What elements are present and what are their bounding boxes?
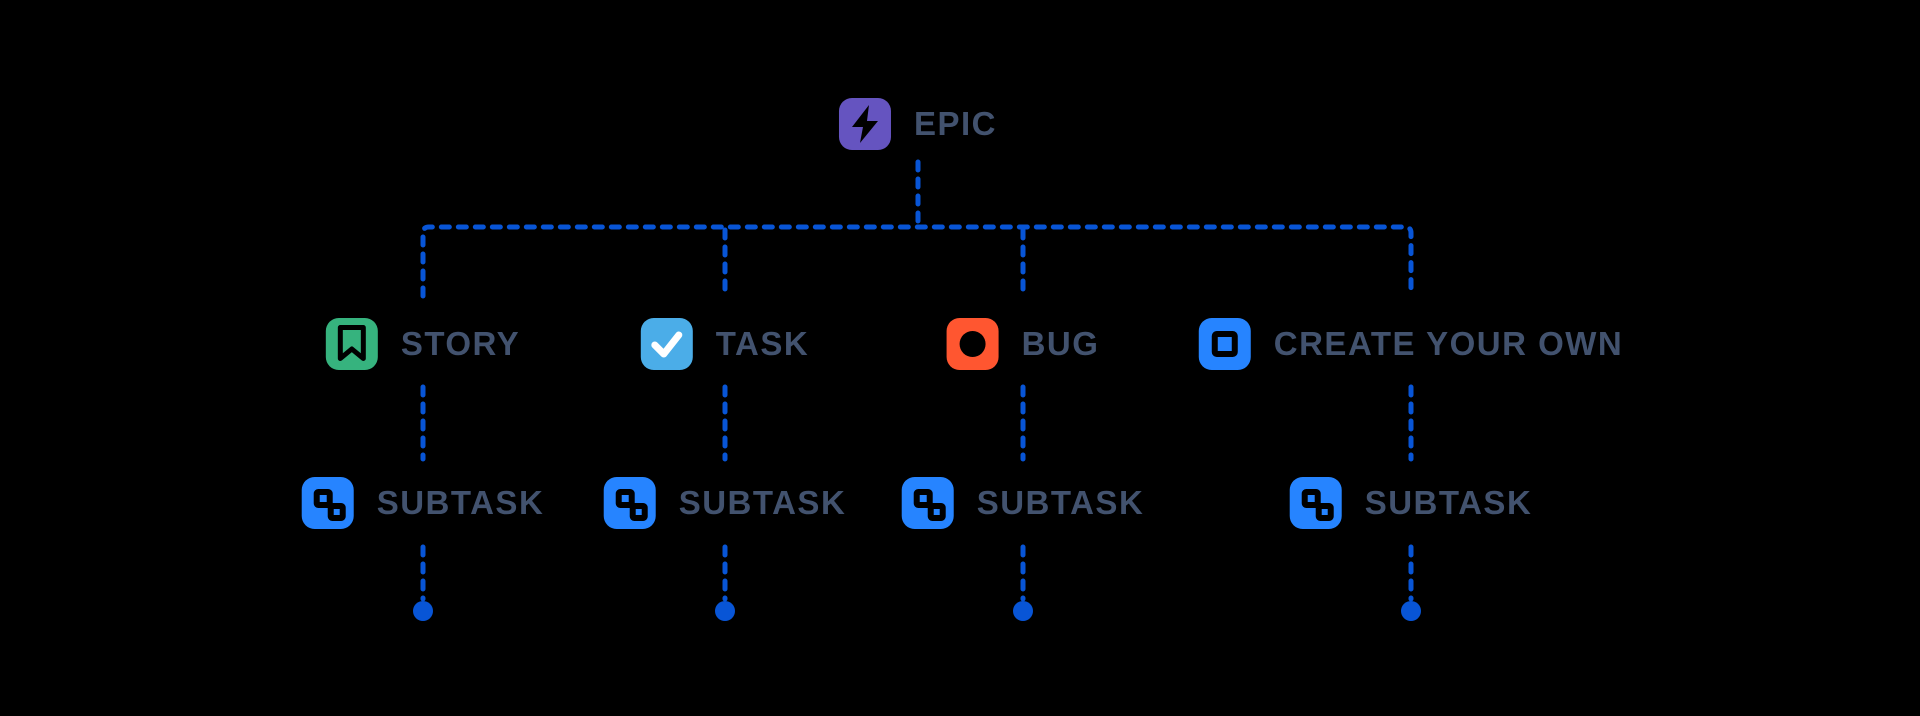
story-bookmark-icon bbox=[325, 318, 378, 370]
create-your-own-square-icon bbox=[1198, 318, 1251, 370]
node-task-label: TASK bbox=[715, 325, 810, 362]
subtask-squares-icon bbox=[901, 477, 954, 529]
node-epic-label: EPIC bbox=[913, 105, 998, 142]
connector-rail bbox=[420, 224, 1414, 299]
node-subtask-label: SUBTASK bbox=[976, 484, 1145, 521]
node-subtask-2: SUBTASK bbox=[603, 477, 847, 529]
connector-endpoint-dot bbox=[715, 601, 735, 621]
connector-endpoint-dot bbox=[1401, 601, 1421, 621]
node-story: STORY bbox=[325, 318, 521, 370]
connector-endpoint-dot bbox=[413, 601, 433, 621]
node-epic: EPIC bbox=[838, 98, 998, 150]
node-story-label: STORY bbox=[400, 325, 521, 362]
task-checkmark-icon bbox=[640, 318, 693, 370]
node-create-your-own-label: CREATE YOUR OWN bbox=[1273, 325, 1624, 362]
subtask-squares-icon bbox=[603, 477, 656, 529]
connector-endpoint-dot bbox=[1013, 601, 1033, 621]
epic-lightning-bolt-icon bbox=[838, 98, 891, 150]
subtask-squares-icon bbox=[301, 477, 354, 529]
bug-circle-icon bbox=[946, 318, 999, 370]
node-subtask-label: SUBTASK bbox=[376, 484, 545, 521]
node-subtask-label: SUBTASK bbox=[1364, 484, 1533, 521]
node-task: TASK bbox=[640, 318, 810, 370]
node-bug: BUG bbox=[946, 318, 1100, 370]
node-bug-label: BUG bbox=[1021, 325, 1100, 362]
node-subtask-1: SUBTASK bbox=[301, 477, 545, 529]
node-subtask-3: SUBTASK bbox=[901, 477, 1145, 529]
subtask-squares-icon bbox=[1289, 477, 1342, 529]
node-subtask-label: SUBTASK bbox=[678, 484, 847, 521]
node-subtask-4: SUBTASK bbox=[1289, 477, 1533, 529]
node-create-your-own: CREATE YOUR OWN bbox=[1198, 318, 1624, 370]
